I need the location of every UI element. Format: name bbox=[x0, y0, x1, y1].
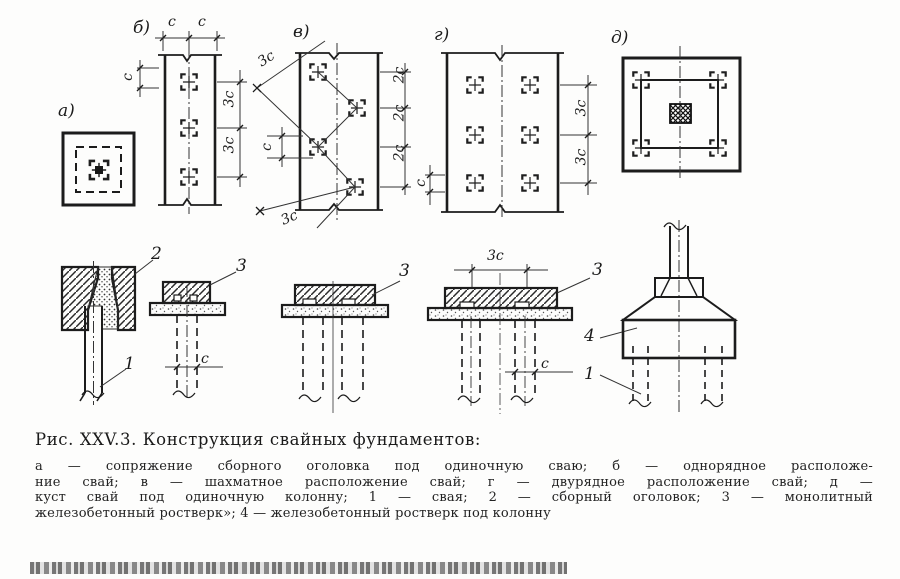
plan-d-label: д) bbox=[611, 28, 629, 48]
dim-2c: 2с bbox=[391, 144, 408, 162]
plan-g-label: г) bbox=[434, 25, 450, 45]
part-4-label: 4 bbox=[584, 326, 595, 346]
part-1-label: 1 bbox=[124, 354, 135, 374]
part-3-label: 3 bbox=[399, 261, 410, 281]
dim-2c: 2с bbox=[391, 104, 408, 122]
dim-2c: 2с bbox=[391, 66, 408, 84]
dim-3c: 3с bbox=[573, 148, 590, 166]
plan-b-single-row bbox=[136, 31, 247, 214]
figure-caption: Рис. XXV.3. Конструкция свайных фундамен… bbox=[35, 430, 873, 521]
caption-line-3: куст свай под одиночную колонну; 1 — сва… bbox=[35, 490, 873, 505]
dim-c: с bbox=[119, 73, 136, 81]
part-3-label: 3 bbox=[236, 256, 247, 276]
plan-v-label: в) bbox=[293, 22, 310, 42]
dim-c: с bbox=[541, 356, 549, 372]
plan-b-label: б) bbox=[133, 18, 151, 38]
part-3-label: 3 bbox=[592, 260, 603, 280]
dim-c: с bbox=[258, 143, 275, 151]
caption-line-1: а — сопряжение сборного оголовка под оди… bbox=[35, 459, 873, 474]
section-precast-cap bbox=[60, 259, 154, 405]
part-2-label: 2 bbox=[151, 244, 162, 264]
dim-3c: 3с bbox=[221, 136, 238, 154]
plan-d-pile-cluster bbox=[621, 46, 742, 180]
section-monolithic-one-pile bbox=[148, 271, 237, 399]
caption-line-4: железобетонный ростверк»; 4 — железобето… bbox=[35, 505, 552, 521]
dim-c: с bbox=[412, 179, 429, 187]
dim-c: с bbox=[168, 14, 176, 30]
plan-v-staggered bbox=[252, 40, 411, 229]
section-column-grillage bbox=[599, 220, 739, 413]
plan-g-double-row bbox=[425, 45, 597, 220]
dim-3c: 3с bbox=[573, 99, 590, 117]
plan-a-label: а) bbox=[58, 101, 75, 121]
dim-c: с bbox=[201, 351, 209, 367]
part-1-label: 1 bbox=[584, 364, 595, 384]
dim-c: с bbox=[198, 14, 206, 30]
scan-artifact-bar bbox=[30, 562, 567, 574]
caption-title: Рис. XXV.3. Конструкция свайных фундамен… bbox=[35, 430, 482, 449]
section-monolithic-wide bbox=[426, 264, 591, 414]
caption-line-2: ние свай; в — шахматное расположение сва… bbox=[35, 474, 873, 490]
dim-3c: 3с bbox=[487, 248, 504, 264]
section-monolithic-two-piles bbox=[280, 280, 401, 413]
dim-3c: 3с bbox=[221, 90, 238, 108]
plan-a-single-pile-cap bbox=[61, 131, 136, 207]
